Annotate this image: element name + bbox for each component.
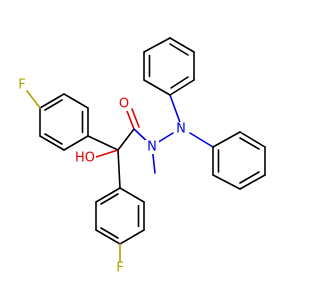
phenyl-ring-upper: [143, 37, 195, 129]
atom-label-n-hydrazine: N: [174, 122, 188, 137]
phenyl-ring-right: [189, 131, 266, 190]
oxygen-label-carbonyl: O: [119, 97, 129, 112]
fluorophenyl-ring-top: [26, 90, 89, 151]
fluorine-label-top: F: [18, 78, 25, 93]
atom-label-f-top: F: [18, 78, 25, 93]
nitrogen-label-hydrazine: N: [176, 122, 186, 137]
hydroxyl-label: HO: [75, 151, 95, 166]
fluorophenyl-ring-bottom: [95, 187, 145, 263]
molecule-structure-diagram: F F O HO N N: [18, 37, 266, 276]
atom-label-o-carbonyl: O: [117, 97, 131, 112]
atom-label-f-bottom: F: [116, 261, 123, 276]
central-core: [87, 108, 174, 189]
atom-label-n-amide: N: [145, 140, 159, 155]
atom-label-o-hydroxyl: HO: [74, 151, 96, 166]
fluorine-label-bottom: F: [116, 261, 123, 276]
nitrogen-label-amide: N: [147, 140, 157, 155]
